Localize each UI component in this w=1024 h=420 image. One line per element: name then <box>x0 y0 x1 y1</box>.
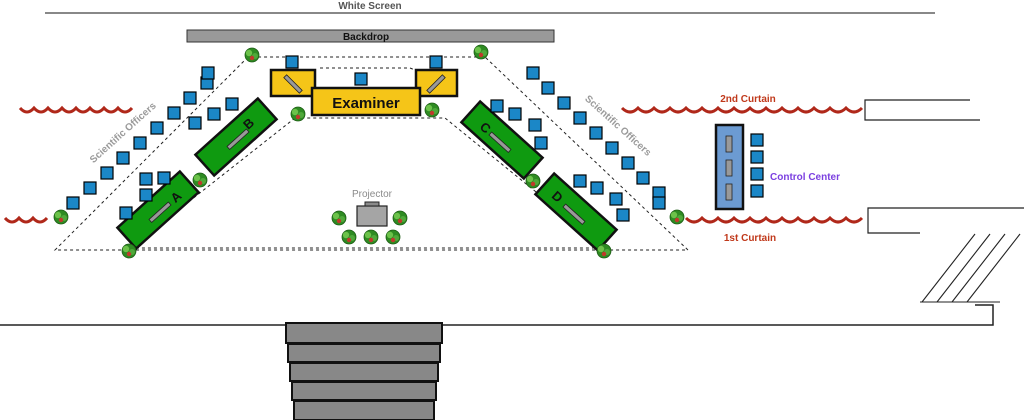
backdrop-label: Backdrop <box>343 32 389 43</box>
control-center-desk <box>714 123 745 211</box>
first-curtain-label: 1st Curtain <box>724 233 776 244</box>
projector-icon <box>356 201 388 227</box>
curtain-left-lower <box>3 215 49 224</box>
team-table-c: C <box>459 99 545 181</box>
stage-front-edge-right <box>443 304 994 326</box>
control-center-chairs <box>750 133 764 198</box>
second-curtain-label: 2nd Curtain <box>720 94 776 105</box>
backdrop-bar <box>186 29 555 43</box>
team-table-d: D <box>533 171 619 253</box>
curtain-right-2nd <box>620 105 864 114</box>
ramp-lines <box>920 233 1021 303</box>
white-screen-label: White Screen <box>338 1 401 12</box>
control-center-label: Control Center <box>770 172 840 183</box>
wing-walls <box>864 99 1024 234</box>
examiner-desk <box>269 68 459 117</box>
team-table-b: B <box>193 96 279 178</box>
front-stairs <box>285 322 443 420</box>
examiner-label: Examiner <box>332 95 400 112</box>
projector-label: Projector <box>352 189 393 200</box>
curtain-left-upper <box>18 105 134 114</box>
curtain-right-1st <box>684 215 864 224</box>
